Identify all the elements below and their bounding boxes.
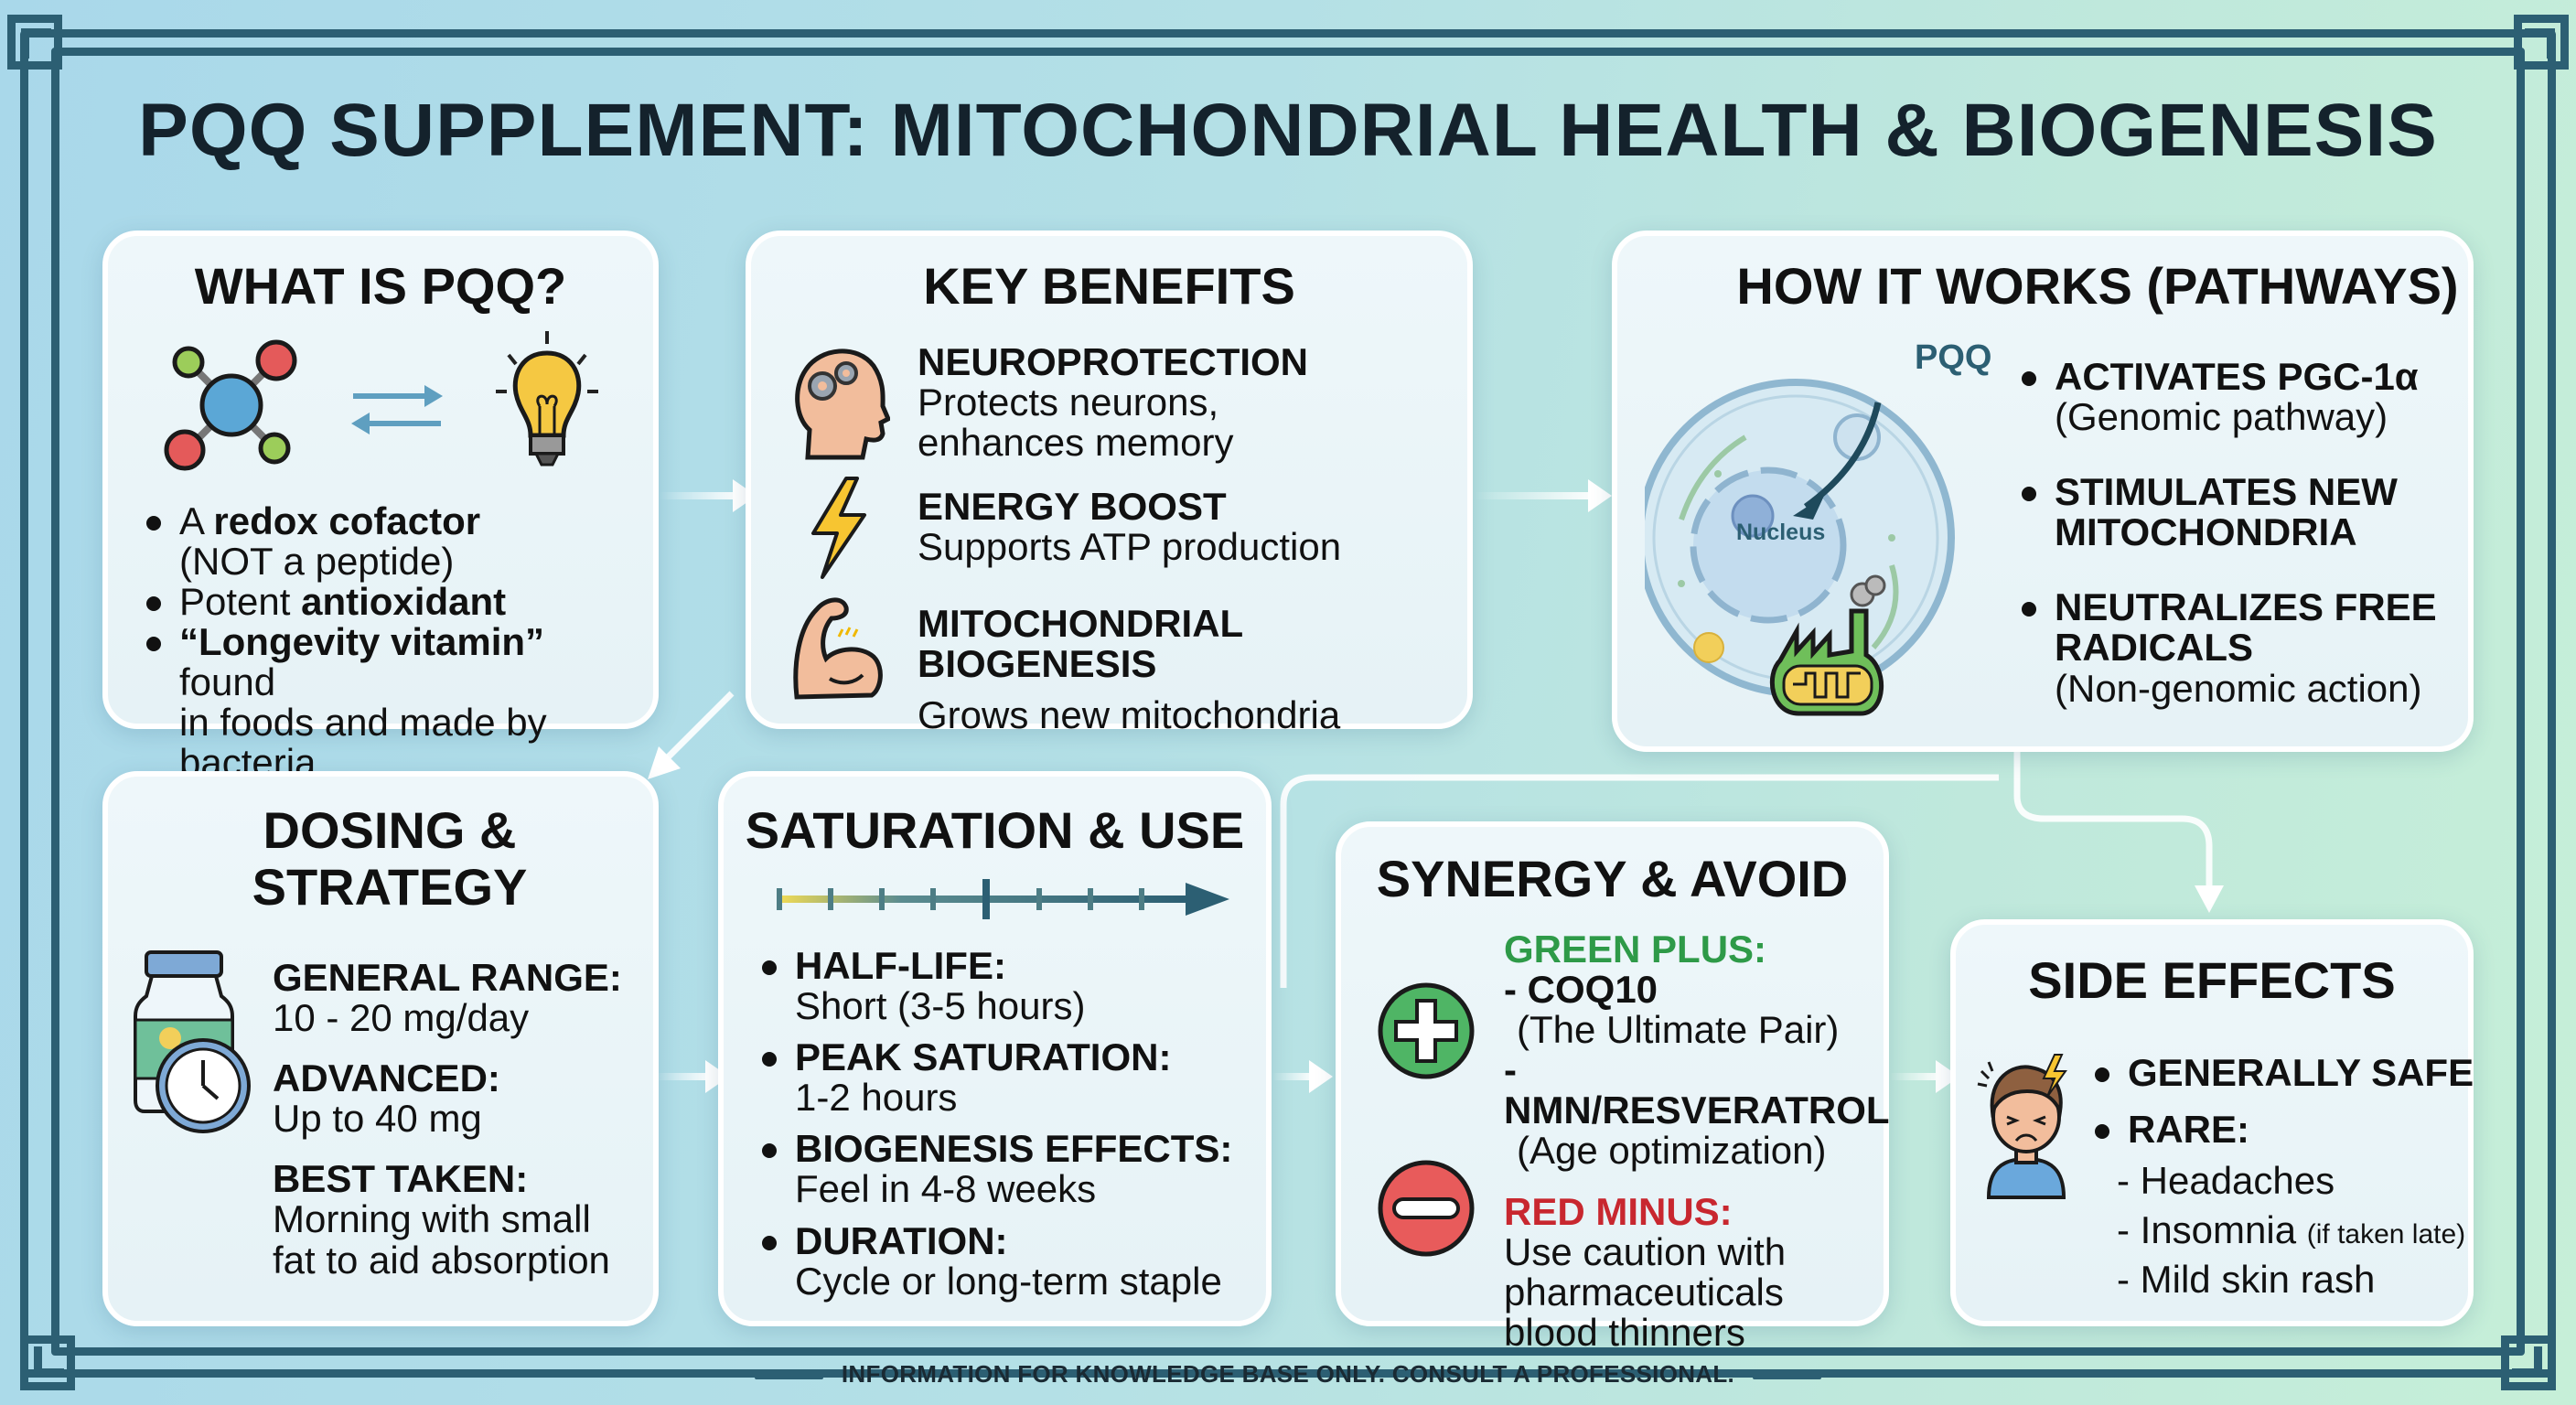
- half-life-item: HALF-LIFE: Short (3-5 hours): [760, 945, 1272, 1026]
- synergy-nmn-resveratrol: - NMN/RESVERATROL: [1504, 1048, 1890, 1132]
- plus-circle-icon: [1378, 982, 1475, 1079]
- peak-saturation-item: PEAK SATURATION: 1-2 hours: [760, 1037, 1272, 1118]
- footer-disclaimer: INFORMATION FOR KNOWLEDGE BASE ONLY. CON…: [0, 1360, 2576, 1389]
- card-heading: SIDE EFFECTS: [2028, 951, 2396, 1009]
- synergy-coq10: - COQ10: [1504, 968, 1658, 1012]
- benefit-energy-boost: ENERGY BOOST Supports ATP production: [918, 484, 1342, 568]
- card-heading: WHAT IS PQQ?: [194, 257, 567, 315]
- card-key-benefits: KEY BENEFITS NEUROPROTECTION Protects ne…: [746, 231, 1473, 735]
- molecule-icon: [164, 339, 297, 471]
- advanced-label: ADVANCED:: [273, 1056, 500, 1100]
- lightning-icon: [811, 476, 866, 579]
- card-dosing-strategy: DOSING & STRATEGY GENERAL RANGE: 10 - 20…: [102, 771, 659, 1326]
- headache-person-icon: [1977, 1054, 2067, 1199]
- bullet-antioxidant: Potent antioxidant: [145, 581, 617, 622]
- general-range-label: GENERAL RANGE:: [273, 956, 622, 999]
- card-saturation-use: SATURATION & USE HALF-LIFE: Short (3-5 h…: [718, 771, 1272, 1326]
- bullet-longevity-vitamin: “Longevity vitamin” found in foods and m…: [145, 621, 617, 783]
- duration-item: DURATION: Cycle or long-term staple: [760, 1220, 1272, 1302]
- general-range-value: 10 - 20 mg/day: [273, 996, 530, 1040]
- cell-diagram-icon: [1645, 379, 1955, 716]
- red-minus-label: RED MINUS:: [1504, 1189, 1733, 1233]
- flow-connector-how-to-side-effects: [1280, 750, 2224, 915]
- exchange-arrows-icon: [351, 384, 443, 434]
- flexed-arm-icon: [793, 597, 883, 700]
- card-heading: SYNERGY & AVOID: [1376, 850, 1849, 907]
- card-how-it-works: HOW IT WORKS (PATHWAYS) PQQ Nucleus ACTI…: [1612, 231, 2474, 752]
- arrow-synergy-to-side-effects: [1889, 1060, 1959, 1093]
- corner-ornament-top-right: [2514, 15, 2569, 70]
- arrow-saturation-to-synergy: [1272, 1060, 1333, 1093]
- pqq-label: PQQ: [1915, 338, 1992, 377]
- outer-frame: [20, 29, 2556, 1378]
- footer-divider-left: [754, 1372, 823, 1380]
- card-heading: HOW IT WORKS (PATHWAYS): [1736, 257, 2459, 315]
- card-heading: KEY BENEFITS: [923, 257, 1295, 315]
- card-side-effects: SIDE EFFECTS GENERALLY SAFE RARE: - Head…: [1950, 919, 2474, 1326]
- arrow-benefits-to-how: [1473, 479, 1612, 512]
- corner-ornament-top-left: [7, 15, 62, 70]
- benefit-mitochondrial-biogenesis: MITOCHONDRIAL BIOGENESIS Grows new mitoc…: [918, 602, 1341, 737]
- green-plus-label: GREEN PLUS:: [1504, 928, 1767, 971]
- page-title: PQQ SUPPLEMENT: MITOCHONDRIAL HEALTH & B…: [138, 89, 2438, 172]
- biogenesis-effects-item: BIOGENESIS EFFECTS: Feel in 4-8 weeks: [760, 1129, 1272, 1209]
- card-heading: SATURATION & USE: [745, 801, 1245, 859]
- bullet-neutralizes-radicals: NEUTRALIZES FREE RADICALS (Non-genomic a…: [2020, 587, 2468, 708]
- bullet-activates-pgc1a: ACTIVATES PGC-1α (Genomic pathway): [2020, 356, 2468, 437]
- corner-ornament-bottom-right: [2501, 1335, 2556, 1390]
- footer-divider-right: [1753, 1372, 1822, 1380]
- arrow-dosing-to-saturation: [654, 1060, 729, 1093]
- rare-insomnia: - Insomnia (if taken late): [2117, 1208, 2466, 1252]
- card-synergy-avoid: SYNERGY & AVOID GREEN PLUS: - COQ10 (The…: [1336, 821, 1890, 1352]
- bullet-stimulates-mitochondria: STIMULATES NEW MITOCHONDRIA: [2020, 472, 2468, 552]
- benefit-neuroprotection: NEUROPROTECTION Protects neurons, enhanc…: [918, 339, 1309, 464]
- pill-bottle-clock-icon: [134, 950, 251, 1133]
- timeline-icon: [777, 879, 1229, 919]
- head-gears-icon: [795, 349, 890, 460]
- nucleus-label: Nucleus: [1736, 520, 1826, 545]
- rare-skin-rash: - Mild skin rash: [2117, 1258, 2376, 1302]
- arrow-what-to-benefits: [659, 479, 757, 512]
- rare-headaches: - Headaches: [2117, 1159, 2335, 1203]
- corner-ornament-bottom-left: [20, 1335, 75, 1390]
- arrow-benefits-to-dosing: [648, 691, 735, 779]
- lightbulb-icon: [496, 330, 598, 467]
- rare-bullet: RARE:: [2093, 1109, 2477, 1150]
- minus-circle-icon: [1378, 1160, 1475, 1257]
- bullet-redox-cofactor: A redox cofactor (NOT a peptide): [145, 500, 617, 582]
- advanced-value: Up to 40 mg: [273, 1097, 482, 1141]
- flow-connector-drop: [1280, 915, 1287, 988]
- card-heading: DOSING & STRATEGY: [252, 801, 528, 916]
- generally-safe-bullet: GENERALLY SAFE: [2093, 1052, 2477, 1093]
- inner-frame: [51, 48, 2525, 1356]
- best-taken-label: BEST TAKEN:: [273, 1157, 529, 1201]
- card-what-is-pqq: WHAT IS PQQ?: [102, 231, 659, 783]
